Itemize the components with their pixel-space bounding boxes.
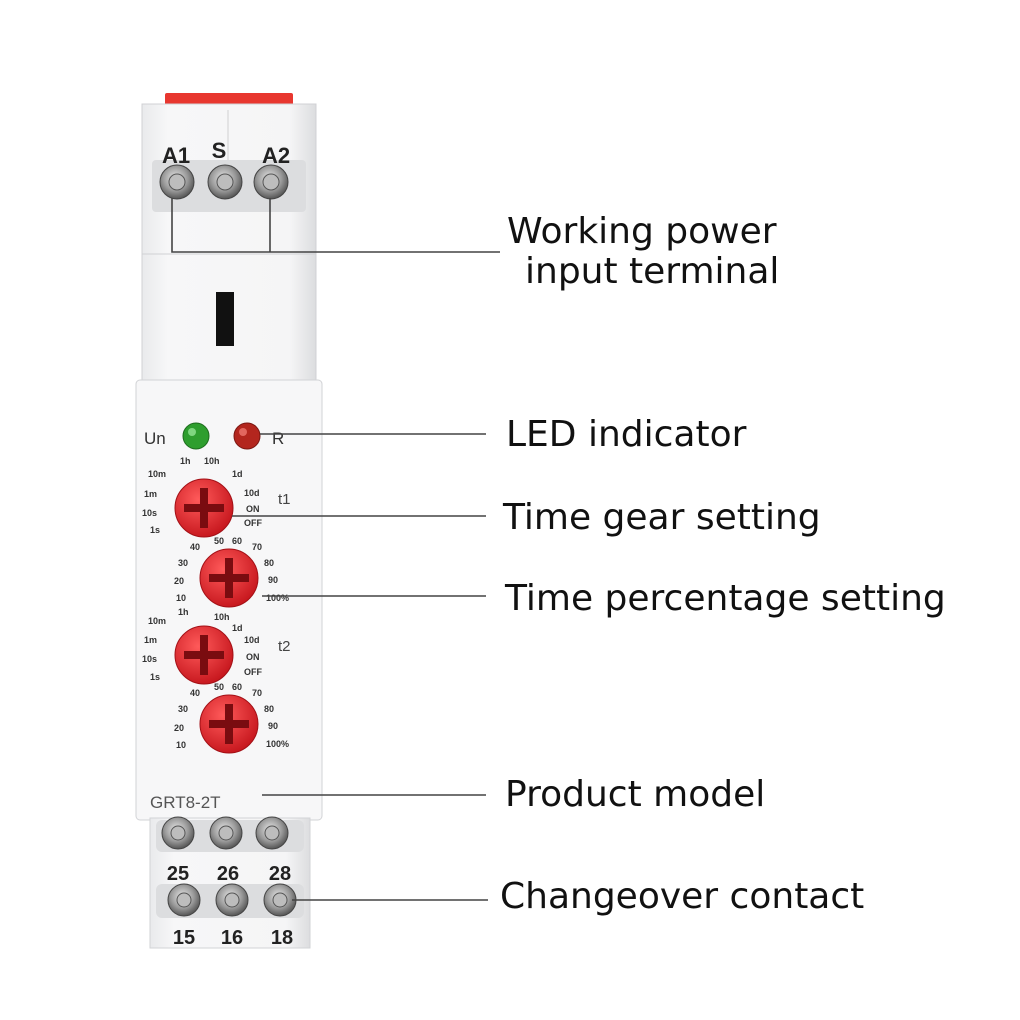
terminal-label-s: S [212,138,227,163]
percent-scale-2-label: 10 [176,740,186,750]
gear-scale-1-label: 1d [232,469,243,479]
gear-scale-1-label: OFF [244,518,262,528]
channel-label-t1: t1 [278,491,291,508]
percent-scale-1-label: 50 [214,536,224,546]
terminal-label-15: 15 [173,927,195,949]
bottom-screw-15 [167,883,201,917]
terminal-label-18: 18 [271,927,293,949]
gear-scale-2: 1s 10s 1m 10m 1h 10h 1d 10d ON OFF [142,607,262,682]
percent-scale-1: 10 20 30 40 50 60 70 80 90 100% [174,536,289,603]
gear-scale-2-label: 10m [148,616,166,626]
product-model-text: GRT8-2T [150,793,221,812]
bottom-screw-25 [161,816,195,850]
gear-scale-2-label: OFF [244,667,262,677]
percent-scale-2-label: 40 [190,688,200,698]
percent-scale-1-label: 60 [232,536,242,546]
time-percent-knob-1[interactable] [199,548,259,608]
percent-scale-1-label: 40 [190,542,200,552]
percent-scale-1-label: 20 [174,576,184,586]
bottom-screw-26 [209,816,243,850]
callout-working-power-line1: Working power [507,211,777,252]
middle-housing [141,253,317,383]
channel-label-t2: t2 [278,638,291,655]
percent-scale-2: 10 20 30 40 50 60 70 80 90 100% [174,682,289,750]
callout-working-power: Working power input terminal [507,212,779,292]
terminal-label-16: 16 [221,927,243,949]
gear-scale-2-label: 1d [232,623,243,633]
gear-scale-1-label: 1h [180,456,191,466]
bottom-screw-18 [263,883,297,917]
top-screw-a2 [253,164,289,200]
percent-scale-1-label: 100% [266,593,289,603]
percent-scale-2-label: 60 [232,682,242,692]
callout-led-indicator: LED indicator [506,414,747,455]
led-label-r: R [272,429,284,448]
led-label-un: Un [144,429,166,448]
gear-scale-1: 1s 10s 1m 10m 1h 10h 1d 10d ON OFF [142,456,262,535]
gear-scale-2-label: ON [246,652,260,662]
percent-scale-1-label: 80 [264,558,274,568]
gear-scale-2-label: 1s [150,672,160,682]
gear-scale-2-label: 10s [142,654,157,664]
percent-scale-1-label: 70 [252,542,262,552]
terminal-label-25: 25 [167,863,189,885]
gear-scale-1-label: 1m [144,489,157,499]
gear-scale-2-label: 1h [178,607,189,617]
leader-line-power [171,198,500,253]
bottom-screw-28 [255,816,289,850]
callout-time-percentage: Time percentage setting [505,578,946,619]
led-r-red [233,422,261,450]
gear-scale-1-label: ON [246,504,260,514]
leader-lines [171,198,500,901]
callout-product-model: Product model [505,774,766,815]
gear-scale-1-label: 1s [150,525,160,535]
top-screw-s [207,164,243,200]
percent-scale-1-label: 30 [178,558,188,568]
terminal-label-a2: A2 [262,143,290,168]
gear-scale-2-label: 1m [144,635,157,645]
gear-scale-1-label: 10d [244,488,260,498]
top-screw-a1 [159,164,195,200]
terminal-label-a1: A1 [162,143,190,168]
percent-scale-2-label: 100% [266,739,289,749]
percent-scale-2-label: 90 [268,721,278,731]
terminal-label-28: 28 [269,863,291,885]
percent-scale-1-label: 90 [268,575,278,585]
time-percent-knob-2[interactable] [199,694,259,754]
gear-scale-1-label: 10s [142,508,157,518]
percent-scale-2-label: 20 [174,723,184,733]
time-gear-knob-1[interactable] [174,478,234,538]
terminal-label-26: 26 [217,863,239,885]
percent-scale-2-label: 70 [252,688,262,698]
gear-scale-1-label: 10m [148,469,166,479]
percent-scale-2-label: 80 [264,704,274,714]
time-gear-knob-2[interactable] [174,625,234,685]
percent-scale-2-label: 30 [178,704,188,714]
callout-changeover-contact: Changeover contact [500,876,865,917]
gear-scale-2-label: 10d [244,635,260,645]
gear-scale-1-label: 10h [204,456,220,466]
percent-scale-1-label: 10 [176,593,186,603]
callout-working-power-line2: input terminal [525,251,780,292]
gear-scale-2-label: 10h [214,612,230,622]
callout-time-gear: Time gear setting [503,497,821,538]
bottom-screw-16 [215,883,249,917]
led-un-green [182,422,210,450]
percent-scale-2-label: 50 [214,682,224,692]
